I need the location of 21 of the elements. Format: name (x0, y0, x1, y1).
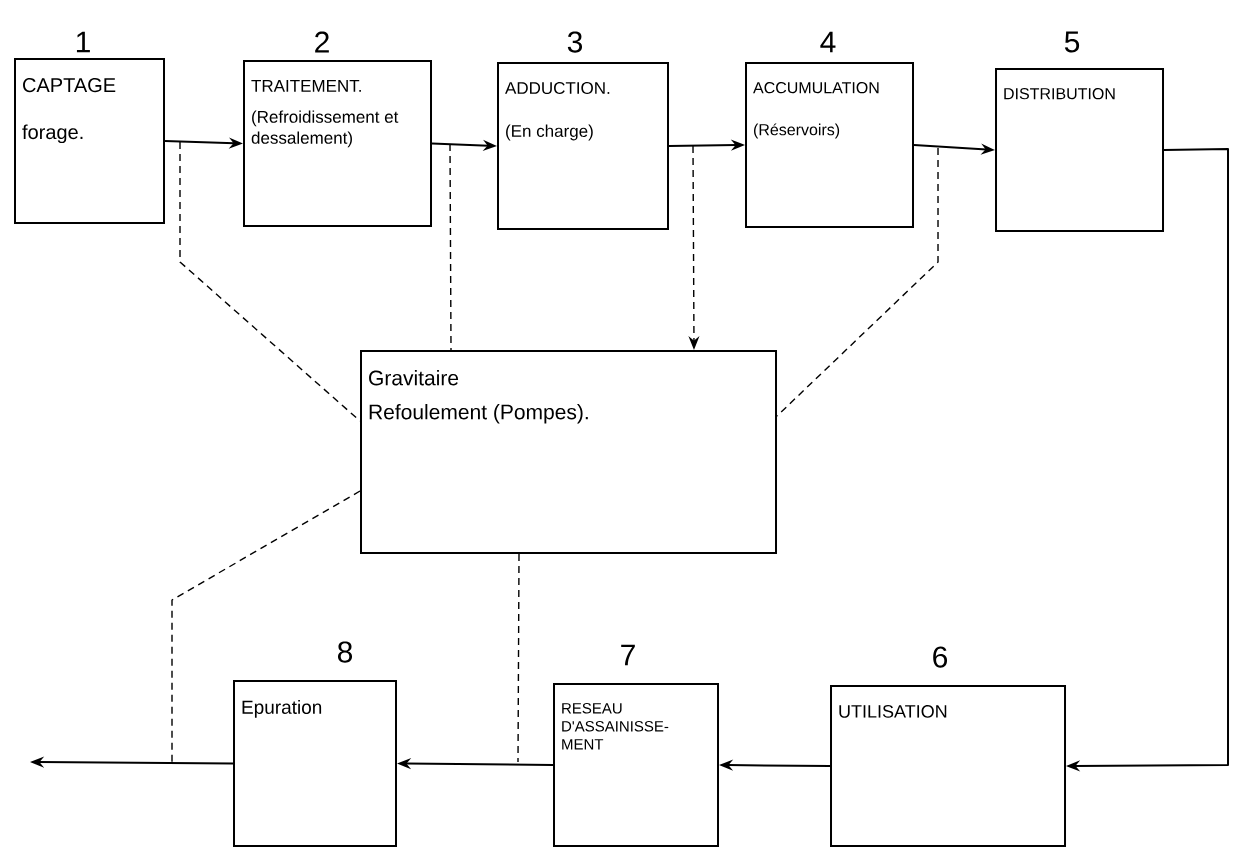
dashed-line (517, 553, 520, 763)
dashed-line (171, 490, 361, 763)
step-number: 8 (337, 641, 353, 663)
process-box: ACCUMULATION (Réservoirs) (745, 62, 914, 228)
process-box: CAPTAGE forage. (14, 58, 165, 224)
step-number: 4 (820, 31, 836, 53)
step-number: 1 (76, 31, 90, 53)
process-box: RESEAU D'ASSAINISSE- MENT (553, 683, 719, 847)
step-number: 6 (933, 646, 948, 668)
process-box: TRAITEMENT. (Refroidissement et dessalement) (243, 60, 432, 227)
process-box: ADDUCTION. (En charge) (497, 62, 669, 230)
dashed-line (449, 143, 452, 351)
process-box: Gravitaire Refoulement (Pompes). (360, 350, 777, 554)
step-number: 5 (1064, 31, 1080, 53)
process-box: Epuration (233, 680, 397, 847)
step-number: 7 (621, 644, 635, 666)
process-box: UTILISATION (830, 685, 1066, 847)
step-number: 3 (567, 31, 583, 53)
step-number: 2 (315, 31, 329, 53)
process-box: DISTRIBUTION (995, 68, 1164, 232)
dashed-line (776, 147, 939, 417)
